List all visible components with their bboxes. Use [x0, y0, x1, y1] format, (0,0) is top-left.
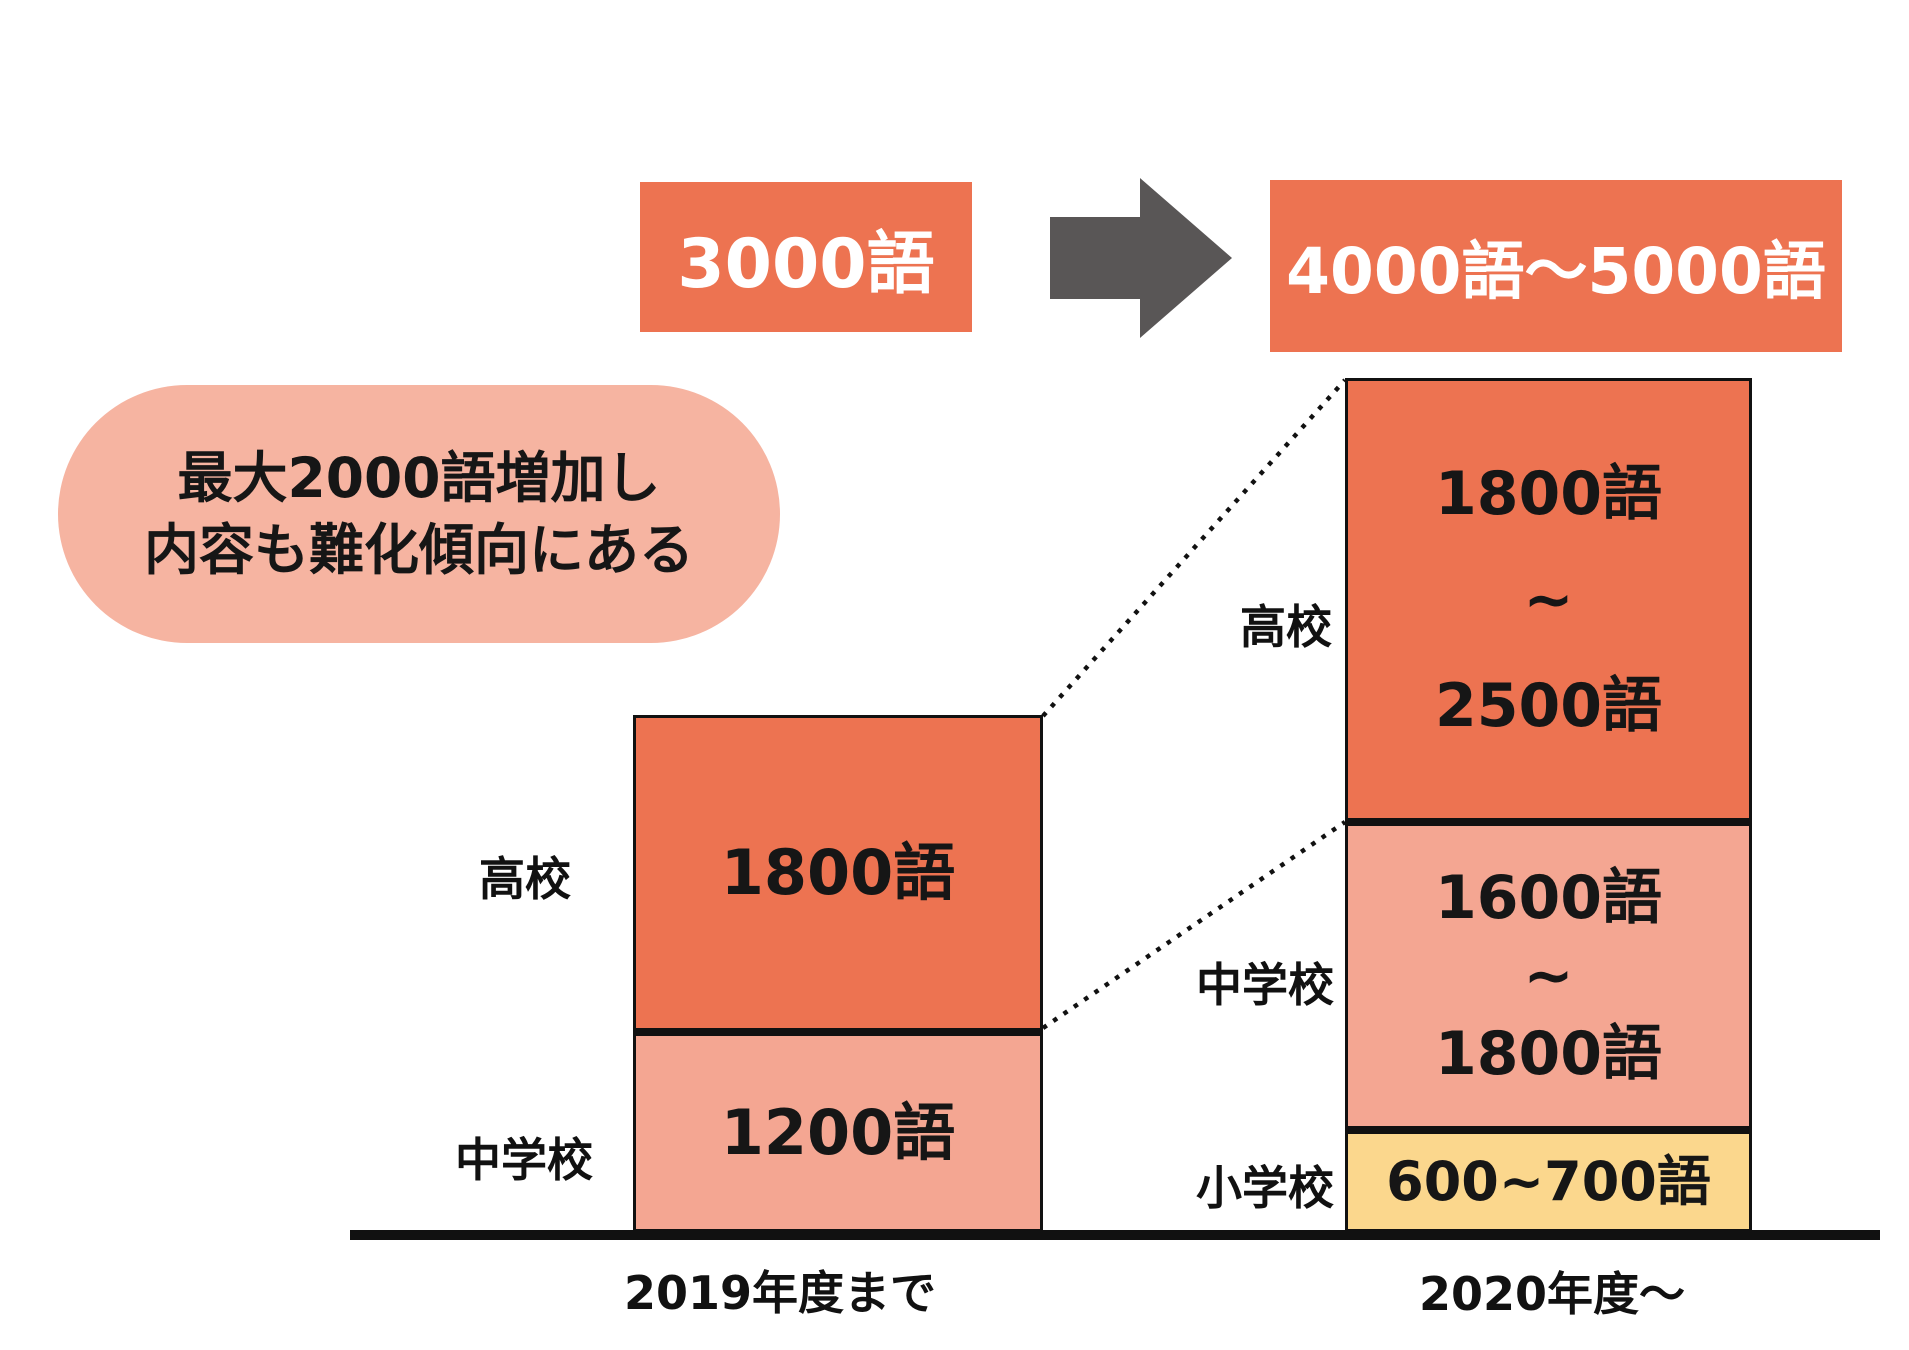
bar-2020-juniorhigh-to: 1800語 [1435, 1019, 1662, 1089]
label-2020-juniorhigh: 中学校 [1196, 958, 1334, 1012]
bar-2019: 1800語 1200語 [633, 715, 1043, 1232]
bar-2020-highschool-tilde: ~ [1523, 564, 1574, 635]
bar-2020-elementary-value: 600~700語 [1386, 1149, 1711, 1213]
bar-2020-highschool-from: 1800語 [1435, 458, 1662, 529]
label-2020-elementary: 小学校 [1196, 1161, 1334, 1215]
bar-2019-highschool-value: 1800語 [720, 836, 956, 909]
bar-2019-segment-divider [636, 1028, 1040, 1036]
total-words-before-box: 3000語 [640, 182, 972, 332]
bar-2019-juniorhigh-segment: 1200語 [636, 1036, 1040, 1229]
bar-2020-juniorhigh-segment: 1600語 ~ 1800語 [1348, 826, 1749, 1126]
bar-2020-divider-bottom [1348, 1126, 1749, 1134]
axis-label-2020: 2020年度〜 [1418, 1267, 1686, 1321]
total-words-after-label: 4000語〜5000語 [1286, 234, 1826, 308]
bar-2020-elementary-segment: 600~700語 [1348, 1134, 1749, 1229]
callout-bubble: 最大2000語増加し 内容も難化傾向にある [58, 385, 780, 643]
bar-2020-juniorhigh-tilde: ~ [1523, 941, 1574, 1011]
label-2019-highschool: 高校 [479, 852, 571, 906]
baseline-axis [350, 1230, 1880, 1240]
bar-2020-juniorhigh-from: 1600語 [1435, 863, 1662, 933]
callout-line2: 内容も難化傾向にある [143, 518, 694, 582]
label-2020-highschool: 高校 [1240, 600, 1332, 654]
bar-2020: 1800語 ~ 2500語 1600語 ~ 1800語 600~700語 [1345, 378, 1752, 1232]
axis-label-2019: 2019年度まで [623, 1266, 937, 1320]
arrow-right-icon [1050, 178, 1232, 338]
bar-2020-highschool-segment: 1800語 ~ 2500語 [1348, 381, 1749, 818]
total-words-after-box: 4000語〜5000語 [1270, 180, 1842, 352]
callout-line1: 最大2000語増加し [177, 446, 661, 510]
total-words-before-label: 3000語 [677, 224, 935, 304]
bar-2020-highschool-to: 2500語 [1435, 670, 1662, 741]
bar-2019-juniorhigh-value: 1200語 [720, 1095, 956, 1169]
bar-2019-highschool-segment: 1800語 [636, 718, 1040, 1028]
dotted-connector-top [1041, 378, 1347, 718]
bar-2020-divider-top [1348, 818, 1749, 826]
label-2019-juniorhigh: 中学校 [455, 1133, 593, 1187]
